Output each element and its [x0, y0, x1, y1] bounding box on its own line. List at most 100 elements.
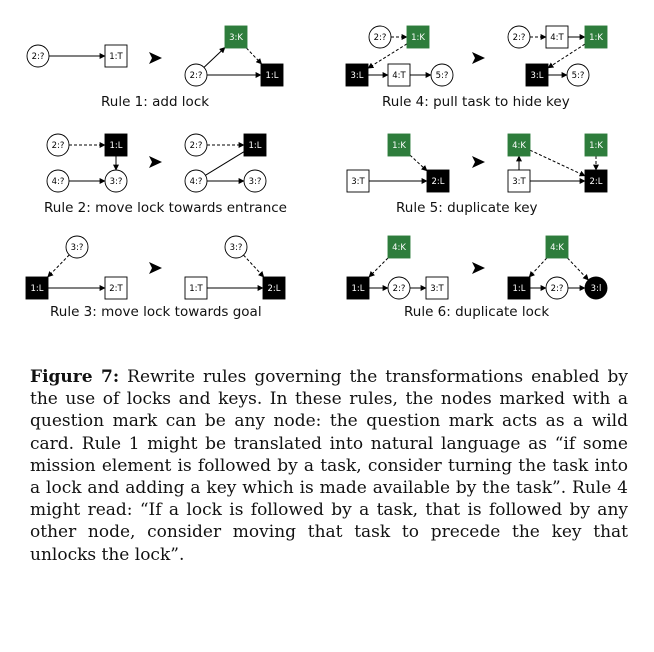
node-shape	[346, 169, 370, 193]
node-shape	[46, 133, 70, 157]
wildcard-node: 5:?	[430, 63, 454, 87]
node-shape	[566, 63, 590, 87]
wildcard-node: 2:?	[507, 25, 531, 49]
wildcard-node: 3:?	[243, 169, 267, 193]
wildcard-node: 3:?	[104, 169, 128, 193]
node-shape	[387, 235, 411, 259]
key-lock-edge	[246, 47, 262, 65]
wildcard-node: 3:?	[65, 235, 89, 259]
rewrite-arrow-icon	[472, 262, 485, 274]
task-node: 4:T	[545, 25, 569, 49]
wildcard-node: 2:?	[184, 63, 208, 87]
node-label: 4:T	[392, 71, 406, 81]
node-label: 3:K	[229, 33, 243, 43]
node-label: 3:T	[430, 284, 444, 294]
node-label: 3:l	[591, 284, 602, 294]
task-node: 1:T	[104, 44, 128, 68]
node-shape	[387, 133, 411, 157]
task-node: 3:T	[425, 276, 449, 300]
node-label: 1:K	[589, 33, 603, 43]
node-label: 3:?	[110, 177, 123, 187]
key-lock-edge	[367, 43, 408, 69]
lock-node: 2:L	[584, 169, 608, 193]
node-label: 1:L	[248, 141, 261, 151]
node-shape	[184, 276, 208, 300]
key-node: 4:K	[545, 235, 569, 259]
node-shape	[243, 169, 267, 193]
node-shape	[507, 25, 531, 49]
key-node: 4:K	[387, 235, 411, 259]
node-label: 2:?	[32, 52, 45, 62]
key-lock-edge	[547, 43, 586, 69]
node-label: 2:?	[190, 71, 203, 81]
lock-node: 2:L	[426, 169, 450, 193]
node-label: 1:L	[265, 71, 278, 81]
key-node: 3:K	[224, 25, 248, 49]
mission-edge	[205, 151, 245, 176]
node-shape	[545, 276, 569, 300]
key-node: 1:K	[387, 133, 411, 157]
wildcard-node: 2:?	[184, 133, 208, 157]
key-node: 1:K	[584, 133, 608, 157]
node-label: 1:K	[589, 141, 603, 151]
node-label: 1:L	[512, 284, 525, 294]
wildcard-node: 2:?	[387, 276, 411, 300]
node-label: 3:?	[230, 243, 243, 253]
node-shape	[406, 25, 430, 49]
key-lock-edge	[409, 154, 428, 172]
task-node: 2:T	[104, 276, 128, 300]
key-lock-edge	[529, 149, 586, 177]
key-lock-edge	[243, 254, 265, 278]
key-node: 4:K	[507, 133, 531, 157]
node-label: 3:?	[249, 177, 262, 187]
node-shape	[387, 63, 411, 87]
wildcard-node: 3:?	[224, 235, 248, 259]
node-shape	[26, 44, 50, 68]
node-shape	[65, 235, 89, 259]
node-shape	[584, 25, 608, 49]
node-shape	[545, 25, 569, 49]
task-node: 1:T	[184, 276, 208, 300]
rule-4-caption: Rule 4: pull task to hide key	[382, 94, 570, 110]
rule-2-caption: Rule 2: move lock towards entrance	[44, 200, 287, 216]
node-shape	[507, 169, 531, 193]
rule-3-caption: Rule 3: move lock towards goal	[50, 304, 262, 320]
node-label: 2:?	[190, 141, 203, 151]
task-node: 3:T	[346, 169, 370, 193]
node-label: 4:T	[550, 33, 564, 43]
node-label: 1:L	[30, 284, 43, 294]
rule-5-caption: Rule 5: duplicate key	[396, 200, 538, 216]
node-label: 1:K	[411, 33, 425, 43]
node-label: 1:L	[351, 284, 364, 294]
rewrite-arrow-icon	[472, 52, 485, 64]
figure-caption-text: Rewrite rules governing the transformati…	[30, 367, 629, 565]
node-label: 3:L	[530, 71, 543, 81]
wildcard-node: 2:?	[368, 25, 392, 49]
node-shape	[262, 276, 286, 300]
task-node: 3:T	[507, 169, 531, 193]
node-shape	[425, 276, 449, 300]
node-shape	[184, 133, 208, 157]
rule-6-caption: Rule 6: duplicate lock	[404, 304, 550, 320]
node-shape	[243, 133, 267, 157]
node-shape	[584, 169, 608, 193]
figure-caption: Figure 7: Rewrite rules governing the tr…	[30, 366, 628, 566]
node-shape	[584, 133, 608, 157]
node-shape	[104, 44, 128, 68]
wildcard-node: 2:?	[46, 133, 70, 157]
rewrite-arrow-icon	[149, 156, 162, 168]
node-label: 2:?	[393, 284, 406, 294]
node-label: 2:?	[52, 141, 65, 151]
node-shape	[25, 276, 49, 300]
wildcard-node: 5:?	[566, 63, 590, 87]
node-label: 1:K	[392, 141, 406, 151]
node-shape	[584, 276, 608, 300]
key-lock-edge	[528, 257, 548, 278]
node-label: 4:?	[52, 177, 65, 187]
node-shape	[104, 169, 128, 193]
node-shape	[104, 276, 128, 300]
node-label: 1:T	[189, 284, 203, 294]
lock-node: 1:L	[507, 276, 531, 300]
node-shape	[426, 169, 450, 193]
lock-node: 3:l	[584, 276, 608, 300]
